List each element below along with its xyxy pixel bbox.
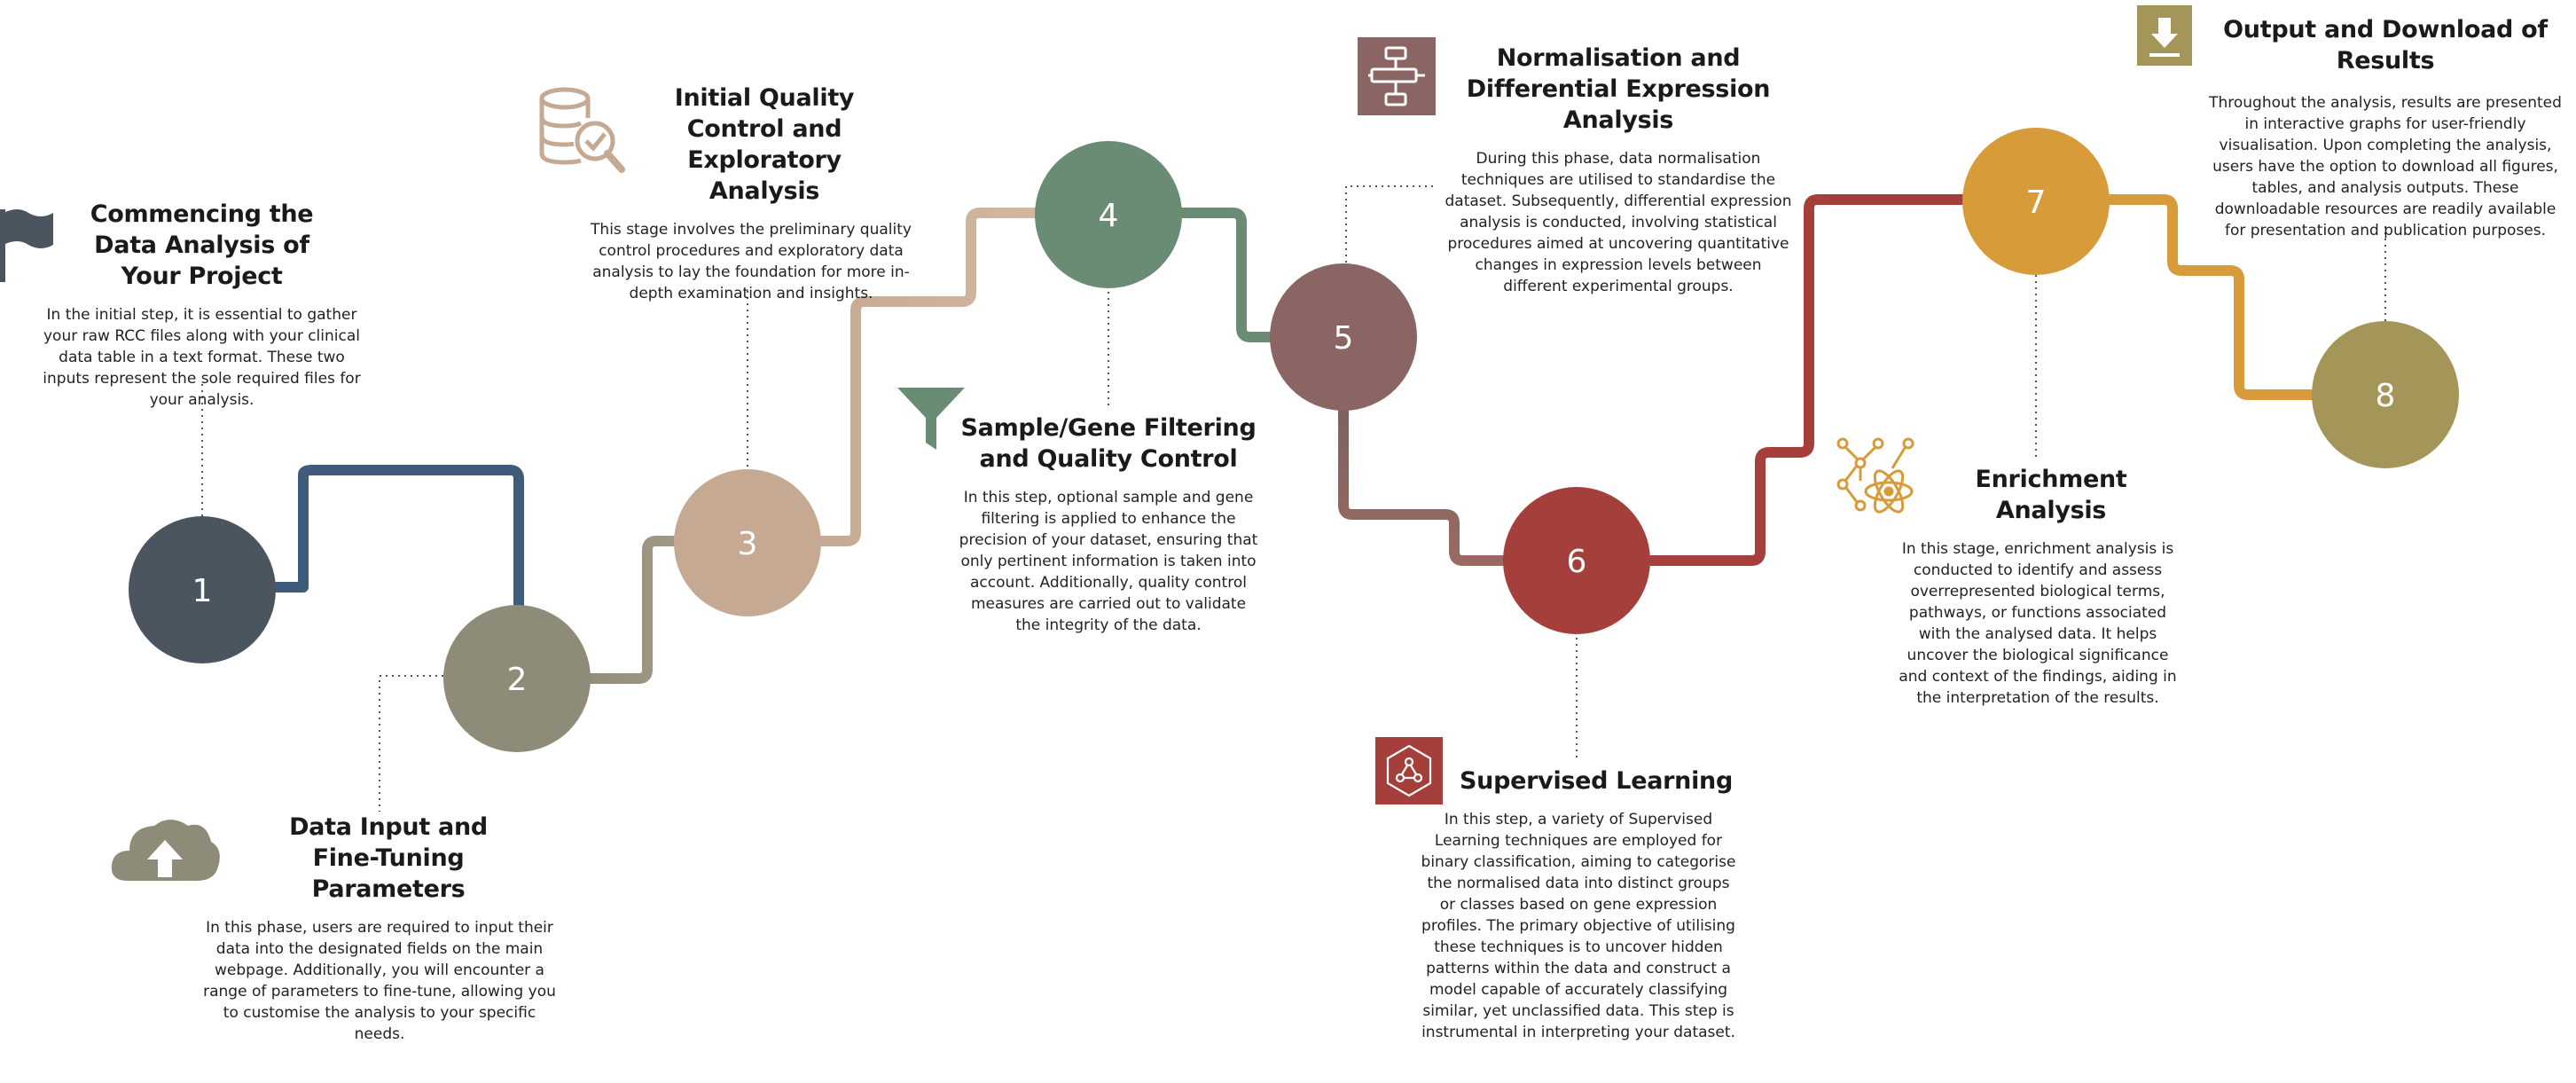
download-icon <box>2137 5 2192 66</box>
connector-4-5 <box>1174 208 1287 342</box>
step-5-text: During this phase, data normalisation te… <box>1445 150 1792 295</box>
leader-5 <box>1345 185 1437 263</box>
step-8-circle <box>2312 321 2459 468</box>
connector-3-4 <box>806 208 1056 546</box>
molecule-atom-icon <box>1836 437 1914 514</box>
step-4-circle <box>1035 141 1182 288</box>
step-6-text: In this step, a variety of Supervised Le… <box>1421 811 1736 1041</box>
step-2-number: 2 <box>507 662 528 698</box>
step-2-title: Data Input and Fine-Tuning Parameters <box>289 813 488 903</box>
step-6-description: Supervised Learning In this step, a vari… <box>1419 765 1738 1043</box>
step-7-number: 7 <box>2026 184 2047 221</box>
connector-5-6 <box>1338 403 1522 566</box>
flowchart-icon <box>1358 37 1436 115</box>
step-2-circle <box>443 605 591 752</box>
step-8-text: Throughout the analysis, results are pre… <box>2209 94 2562 239</box>
funnel-icon <box>897 388 965 450</box>
step-circles <box>129 128 2459 752</box>
step-8-title: Output and Download of Results <box>2223 16 2548 75</box>
step-7-circle <box>1962 128 2110 275</box>
step-6-circle <box>1503 487 1650 634</box>
step-4-number: 4 <box>1099 198 1119 234</box>
step-5-title: Normalisation and Differential Expressio… <box>1466 44 1771 134</box>
step-1-number: 1 <box>192 573 213 609</box>
flag-icon <box>0 209 53 282</box>
step-1-text: In the initial step, it is essential to … <box>43 306 361 409</box>
step-7-text: In this stage, enrichment analysis is co… <box>1899 540 2177 707</box>
database-check-icon <box>539 87 625 173</box>
connector-1-2 <box>216 465 524 644</box>
step-4-description: Sample/Gene Filtering and Quality Contro… <box>958 412 1259 636</box>
neural-network-icon <box>1375 737 1443 804</box>
step-2-description: Data Input and Fine-Tuning Parameters In… <box>202 812 557 1045</box>
step-3-circle <box>674 469 821 616</box>
step-5-description: Normalisation and Differential Expressio… <box>1432 43 1805 297</box>
step-6-number: 6 <box>1567 544 1587 580</box>
step-1-circle <box>129 516 276 663</box>
step-2-text: In this phase, users are required to inp… <box>203 919 556 1043</box>
step-7-description: Enrichment Analysis In this stage, enric… <box>1896 464 2180 709</box>
cloud-upload-icon <box>111 820 220 881</box>
step-3-number: 3 <box>738 526 758 562</box>
step-6-title: Supervised Learning <box>1460 767 1733 795</box>
step-3-title: Initial Quality Control and Exploratory … <box>674 84 855 205</box>
step-8-number: 8 <box>2376 378 2396 414</box>
step-1-description: Commencing the Data Analysis of Your Pro… <box>35 199 368 411</box>
step-5-number: 5 <box>1334 320 1354 357</box>
step-4-text: In this step, optional sample and gene f… <box>959 489 1258 634</box>
step-4-title: Sample/Gene Filtering and Quality Contro… <box>960 414 1257 473</box>
connector-6-7 <box>1644 194 1983 566</box>
connector-7-8 <box>2096 194 2333 400</box>
step-8-description: Output and Download of Results Throughou… <box>2199 14 2572 241</box>
step-3-description: Initial Quality Control and Exploratory … <box>587 82 915 304</box>
connector-2-3 <box>575 536 706 684</box>
step-3-text: This stage involves the preliminary qual… <box>591 221 912 302</box>
step-7-title: Enrichment Analysis <box>1975 466 2127 524</box>
step-5-circle <box>1270 263 1417 411</box>
leader-2 <box>379 675 443 812</box>
step-1-title: Commencing the Data Analysis of Your Pro… <box>90 200 314 290</box>
